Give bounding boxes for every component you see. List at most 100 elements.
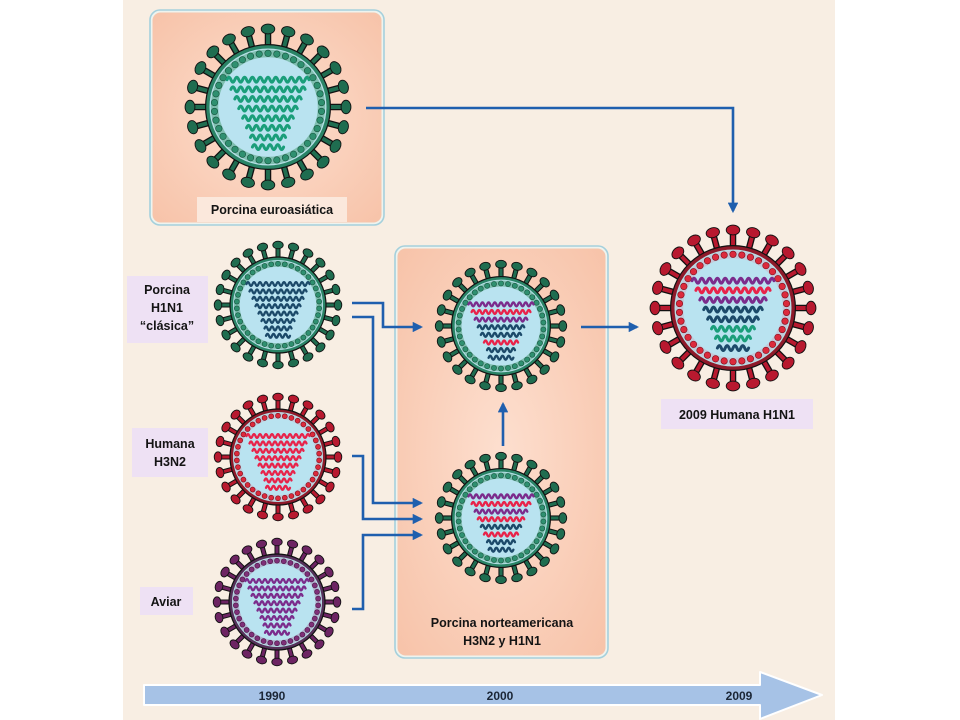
spike-head	[331, 466, 341, 479]
rna-segment-purple	[262, 622, 292, 629]
spike-head	[705, 227, 720, 239]
matrix-protein	[537, 498, 543, 504]
matrix-protein	[231, 145, 239, 153]
arrow-classic-to-na-later	[352, 301, 424, 333]
spike-head	[442, 351, 453, 363]
matrix-protein	[677, 317, 685, 325]
matrix-protein	[264, 157, 272, 165]
matrix-protein	[248, 566, 255, 573]
spike-head	[436, 304, 446, 316]
matrix-protein	[240, 279, 247, 286]
matrix-protein	[267, 558, 274, 565]
spike-head	[659, 340, 672, 354]
spike-head	[315, 494, 326, 505]
spike-head	[221, 421, 231, 433]
envelope	[229, 256, 327, 354]
spike-head	[802, 280, 814, 295]
label-line: H3N2 y H1N1	[463, 634, 541, 648]
matrix-protein	[313, 470, 319, 477]
virus-euroasian-swine	[184, 23, 352, 191]
matrix-protein	[309, 431, 316, 438]
spike-head	[549, 351, 560, 363]
matrix-protein	[236, 615, 242, 622]
matrix-protein	[288, 493, 295, 499]
matrix-protein	[781, 317, 789, 325]
spike-head	[436, 496, 446, 508]
matrix-protein	[524, 481, 531, 488]
matrix-protein	[219, 74, 227, 82]
rna-segment-red	[263, 477, 293, 484]
spike-head	[781, 356, 795, 370]
spike-head	[495, 383, 507, 393]
matrix-protein	[235, 464, 241, 470]
rna-segment-navy	[479, 331, 523, 338]
matrix-protein	[477, 360, 484, 367]
envelope	[228, 553, 326, 651]
matrix-protein	[781, 291, 789, 299]
matrix-protein	[484, 555, 491, 562]
matrix-protein	[255, 50, 263, 58]
matrix-protein	[455, 518, 462, 525]
rna-segment-red	[260, 470, 296, 476]
matrix-protein	[274, 557, 280, 564]
matrix-protein	[491, 557, 497, 563]
matrix-protein	[303, 67, 312, 75]
spike-head	[332, 596, 342, 608]
spike-head	[452, 364, 463, 375]
spike-head	[558, 320, 568, 332]
matrix-protein	[762, 346, 770, 354]
arrow-euroasian-to-2009	[366, 106, 739, 214]
matrix-protein	[254, 635, 261, 642]
matrix-protein	[511, 555, 518, 562]
matrix-protein	[313, 81, 321, 89]
matrix-protein	[720, 357, 728, 365]
matrix-protein	[729, 358, 737, 366]
virus-core	[218, 57, 318, 157]
spike-head	[325, 329, 335, 341]
matrix-protein	[268, 413, 275, 420]
matrix-protein	[533, 491, 540, 498]
spike-head	[671, 356, 685, 370]
matrix-protein	[305, 426, 312, 432]
rna-segment-purple	[247, 585, 307, 592]
matrix-protein	[234, 589, 240, 595]
spike-head	[652, 321, 664, 336]
rna-segment-navy	[245, 281, 311, 287]
arrow-human-to-na-triple	[352, 454, 424, 525]
spike-head	[240, 176, 255, 188]
matrix-protein	[477, 552, 484, 559]
spike-head	[271, 537, 283, 547]
matrix-protein	[498, 365, 504, 372]
matrix-protein	[309, 279, 316, 286]
rna-segments	[245, 281, 311, 339]
matrix-protein	[261, 493, 268, 499]
matrix-protein	[309, 324, 316, 331]
matrix-protein	[300, 269, 307, 276]
matrix-protein	[288, 415, 295, 421]
virus-north-american-swine-later	[434, 259, 568, 393]
spike-head	[302, 352, 314, 362]
rna-segments	[467, 301, 535, 361]
arrow-avian-to-na-triple	[352, 529, 424, 611]
matrix-protein	[234, 609, 240, 615]
rna-segment-red	[470, 308, 532, 316]
matrix-protein	[300, 486, 307, 493]
label-box	[661, 399, 813, 429]
spike-head	[281, 176, 296, 188]
matrix-protein	[261, 263, 268, 269]
spike-head	[325, 421, 335, 433]
label-euroasian-swine: Porcina euroasiática	[197, 197, 347, 222]
spike-head	[526, 459, 538, 470]
spike-head	[213, 299, 223, 311]
matrix-protein	[524, 548, 531, 555]
spike-head	[526, 267, 538, 278]
matrix-protein	[746, 355, 754, 363]
matrix-protein	[462, 538, 469, 545]
matrix-protein	[498, 472, 504, 479]
spike-head	[215, 466, 225, 479]
spike-head	[333, 299, 343, 311]
matrix-protein	[675, 300, 684, 308]
matrix-protein	[313, 125, 321, 133]
spike-head	[187, 79, 199, 94]
spike-head	[539, 364, 550, 375]
